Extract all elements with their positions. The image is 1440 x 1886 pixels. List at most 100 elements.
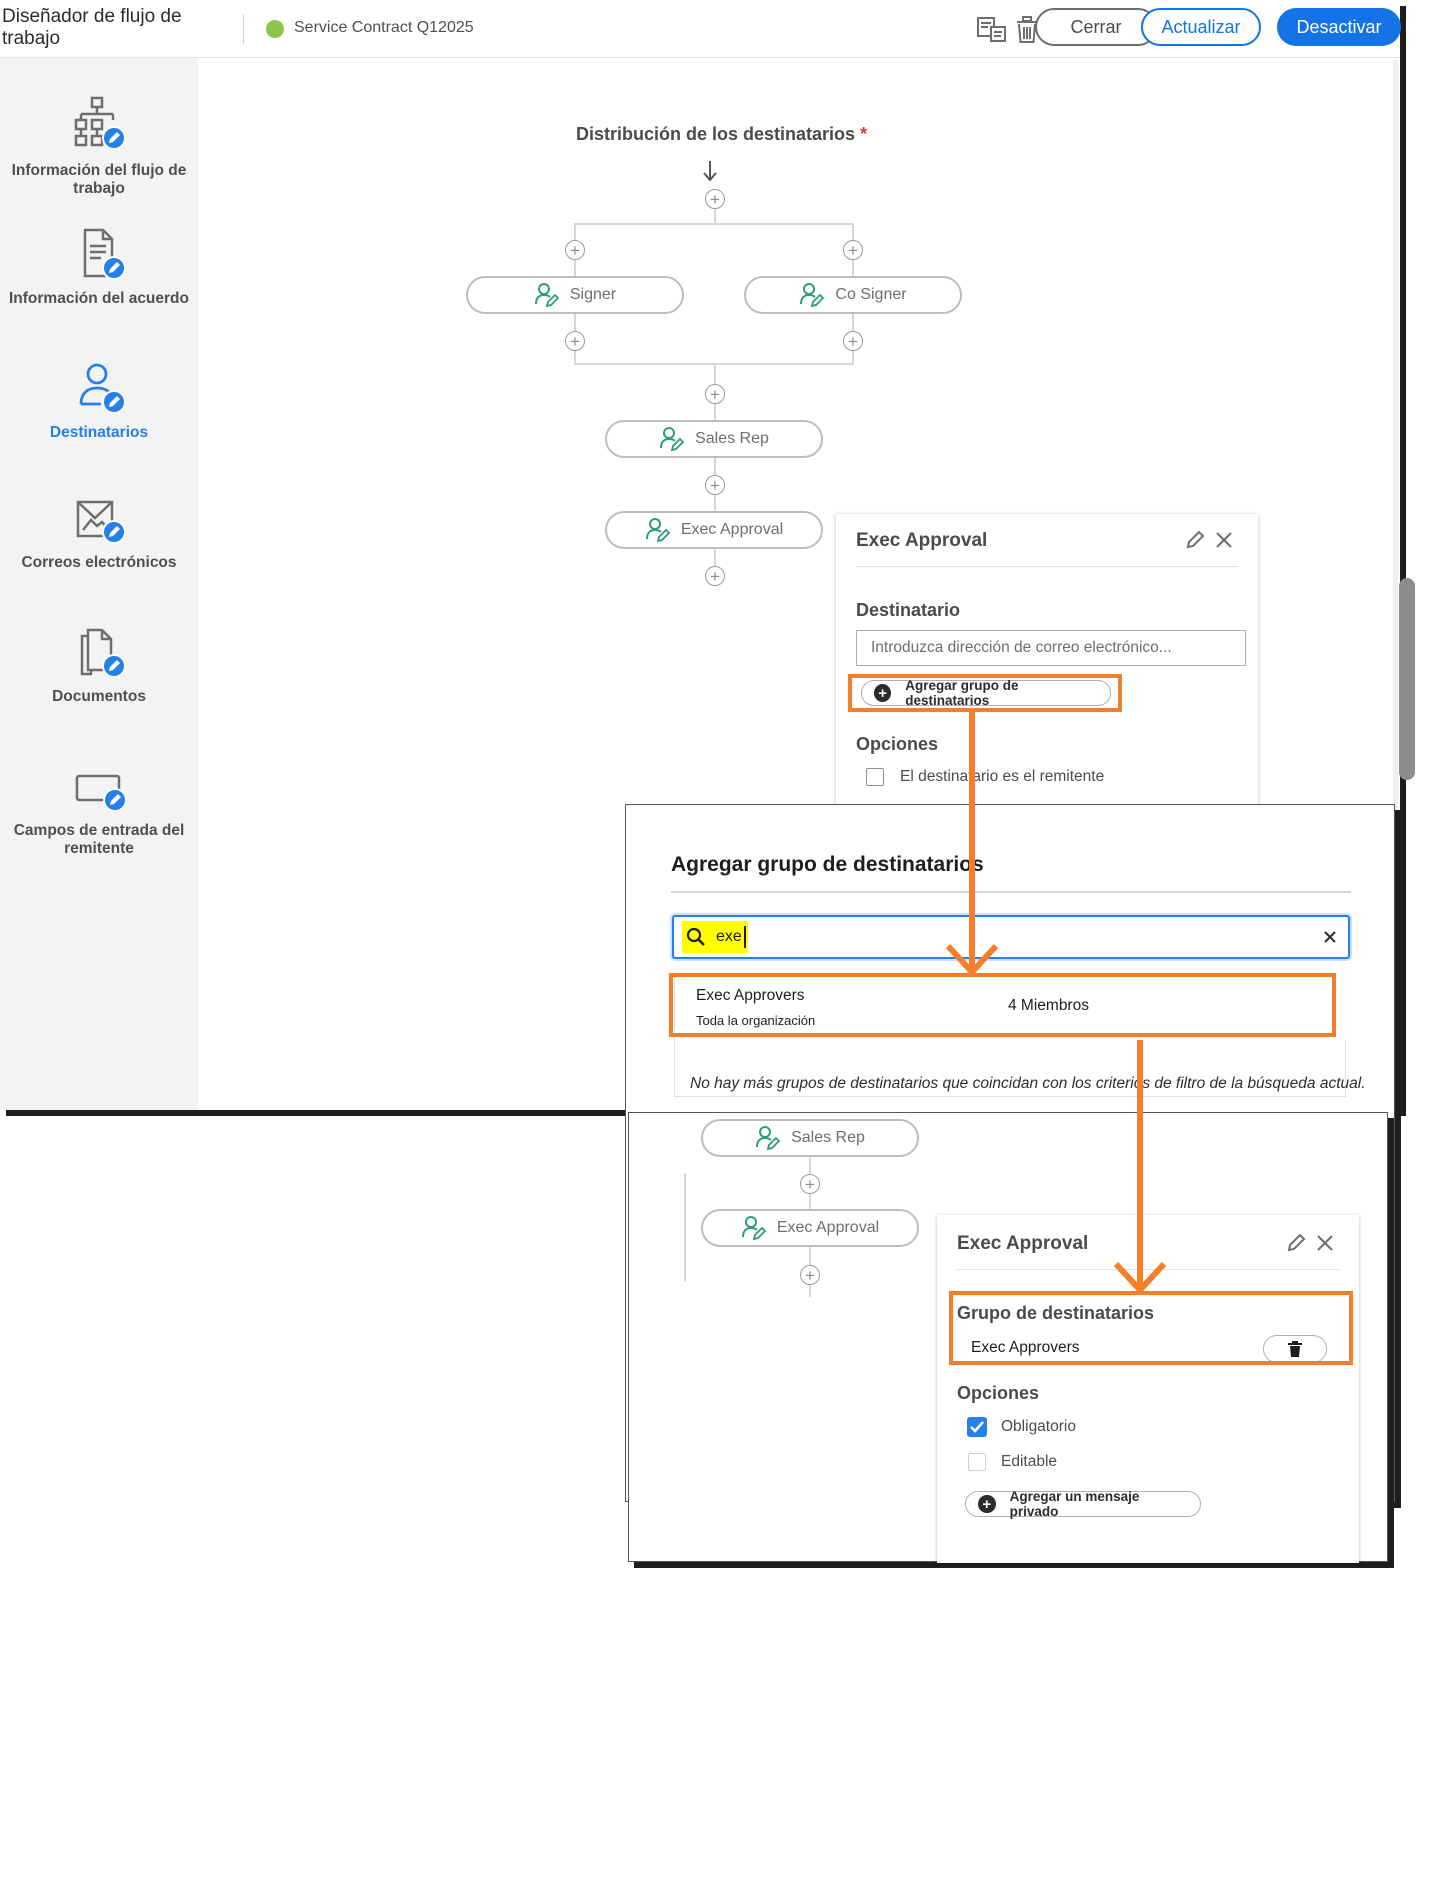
add-step-button[interactable]: + xyxy=(843,240,863,260)
node-co-signer[interactable]: Co Signer xyxy=(744,276,962,314)
workflow-info-icon xyxy=(74,96,126,150)
editable-label: Editable xyxy=(1001,1453,1058,1470)
flow-title-text: Distribución de los destinatarios xyxy=(576,124,856,144)
clear-icon[interactable] xyxy=(1324,931,1336,943)
connector xyxy=(714,363,716,573)
add-step-button[interactable]: + xyxy=(705,189,725,209)
trash-icon[interactable] xyxy=(1011,14,1043,46)
annotation-highlight xyxy=(669,973,1336,1037)
remove-group-button[interactable] xyxy=(1263,1335,1327,1363)
recipient-icon xyxy=(534,283,560,308)
close-icon[interactable] xyxy=(1215,531,1233,549)
annotation-highlight xyxy=(949,1291,1353,1365)
connector xyxy=(714,207,716,223)
add-step-button[interactable]: + xyxy=(843,331,863,351)
arrow-down-icon xyxy=(703,161,717,182)
connector xyxy=(684,1173,686,1281)
sidebar-item-agreement-info[interactable]: Información del acuerdo xyxy=(0,228,198,308)
no-more-groups-message: No hay más grupos de destinatarios que c… xyxy=(690,1075,1366,1092)
sidebar-item-sender-fields[interactable]: Campos de entrada del remitente xyxy=(0,770,198,858)
annotation-highlight xyxy=(848,674,1122,712)
divider xyxy=(243,14,244,44)
add-step-button[interactable]: + xyxy=(705,475,725,495)
node-sales-rep[interactable]: Sales Rep xyxy=(605,420,823,458)
add-private-message-button[interactable]: + Agregar un mensaje privado xyxy=(965,1489,1201,1519)
add-recipient-group-button[interactable]: + Agregar grupo de destinatarios xyxy=(861,678,1111,708)
preview-icon[interactable] xyxy=(976,14,1008,46)
app-title: Diseñador de flujo de trabajo xyxy=(2,6,182,49)
flow-title: Distribución de los destinatarios * xyxy=(576,124,867,145)
recipient-icon xyxy=(645,518,671,543)
add-step-button[interactable]: + xyxy=(705,384,725,404)
add-step-button[interactable]: + xyxy=(565,331,585,351)
recipient-panel: Exec Approval Grupo de destinatarios Exe… xyxy=(937,1215,1359,1563)
sidebar-label: Información del flujo de trabajo xyxy=(11,162,187,197)
search-value: exe xyxy=(716,928,742,945)
scrollbar-track xyxy=(1393,60,1398,1110)
edit-icon[interactable] xyxy=(1185,530,1205,550)
sidebar-item-workflow-info[interactable]: Información del flujo de trabajo xyxy=(0,96,198,198)
trash-icon xyxy=(1288,1341,1302,1357)
sidebar: Información del flujo de trabajo Informa… xyxy=(0,58,198,1110)
required-mark: * xyxy=(860,124,868,144)
close-button[interactable]: Cerrar xyxy=(1035,8,1157,46)
divider xyxy=(856,566,1238,567)
sender-is-recipient-checkbox[interactable] xyxy=(866,768,884,786)
close-icon[interactable] xyxy=(1316,1234,1334,1252)
recipients-icon xyxy=(79,363,126,414)
scrollbar-thumb[interactable] xyxy=(1399,578,1415,780)
options-section-title: Opciones xyxy=(856,734,939,754)
sidebar-label: Destinatarios xyxy=(49,424,149,441)
node-label: Co Signer xyxy=(835,286,907,303)
recipient-panel: Exec Approval Destinatario Introduzca di… xyxy=(836,514,1258,814)
recipient-icon xyxy=(800,283,825,308)
add-step-button[interactable]: + xyxy=(800,1265,820,1285)
node-signer[interactable]: Signer xyxy=(466,276,684,314)
options-section-title: Opciones xyxy=(957,1383,1040,1403)
email-field[interactable]: Introduzca dirección de correo electróni… xyxy=(856,630,1246,666)
add-step-button[interactable]: + xyxy=(705,566,725,586)
node-label: Signer xyxy=(569,286,617,303)
button-label: Agregar grupo de destinatarios xyxy=(905,678,1019,708)
connector xyxy=(574,223,854,225)
agreement-info-icon xyxy=(83,228,126,280)
dialog-title: Agregar grupo de destinatarios xyxy=(671,853,984,876)
emails-icon xyxy=(76,500,126,544)
node-label: Exec Approval xyxy=(680,521,784,538)
required-label: Obligatorio xyxy=(1001,1418,1076,1435)
recipient-section-title: Destinatario xyxy=(856,600,961,620)
search-icon xyxy=(686,927,705,946)
divider xyxy=(671,891,1351,893)
node-sales-rep[interactable]: Sales Rep xyxy=(701,1119,919,1157)
editable-checkbox[interactable] xyxy=(968,1453,986,1471)
sidebar-item-documents[interactable]: Documentos xyxy=(0,626,198,706)
add-step-button[interactable]: + xyxy=(565,240,585,260)
sidebar-item-emails[interactable]: Correos electrónicos xyxy=(0,494,198,572)
node-exec-approval[interactable]: Exec Approval xyxy=(605,511,823,549)
add-step-button[interactable]: + xyxy=(800,1174,820,1194)
checkmark-icon xyxy=(970,1421,984,1433)
divider xyxy=(957,1269,1339,1270)
workflow-designer-window: Diseñador de flujo de trabajo Service Co… xyxy=(0,6,1415,1110)
text-cursor xyxy=(744,926,746,948)
deactivate-button[interactable]: Desactivar xyxy=(1277,8,1401,46)
group-scope: Toda la organización xyxy=(696,1013,816,1028)
edit-icon[interactable] xyxy=(1286,1233,1306,1253)
documents-icon xyxy=(80,628,126,678)
sender-fields-icon xyxy=(75,774,127,812)
sidebar-item-recipients[interactable]: Destinatarios xyxy=(0,360,198,442)
update-button[interactable]: Actualizar xyxy=(1141,8,1261,46)
group-members: 4 Miembros xyxy=(1008,997,1089,1014)
plus-icon: + xyxy=(978,1495,996,1513)
status-indicator xyxy=(266,20,284,38)
selected-group-name: Exec Approvers xyxy=(971,1339,1080,1356)
panel-title: Exec Approval xyxy=(856,530,988,551)
required-checkbox[interactable] xyxy=(967,1417,987,1437)
recipient-icon xyxy=(756,1126,781,1151)
group-search-input[interactable]: exe xyxy=(672,915,1350,959)
node-exec-approval[interactable]: Exec Approval xyxy=(701,1209,919,1247)
result-view: Sales Rep + Exec Approval + Exec Approva… xyxy=(628,1112,1388,1563)
group-result-row[interactable]: Exec Approvers Toda la organización 4 Mi… xyxy=(676,977,1346,1039)
group-section-title: Grupo de destinatarios xyxy=(957,1303,1155,1323)
recipient-icon xyxy=(741,1216,767,1241)
